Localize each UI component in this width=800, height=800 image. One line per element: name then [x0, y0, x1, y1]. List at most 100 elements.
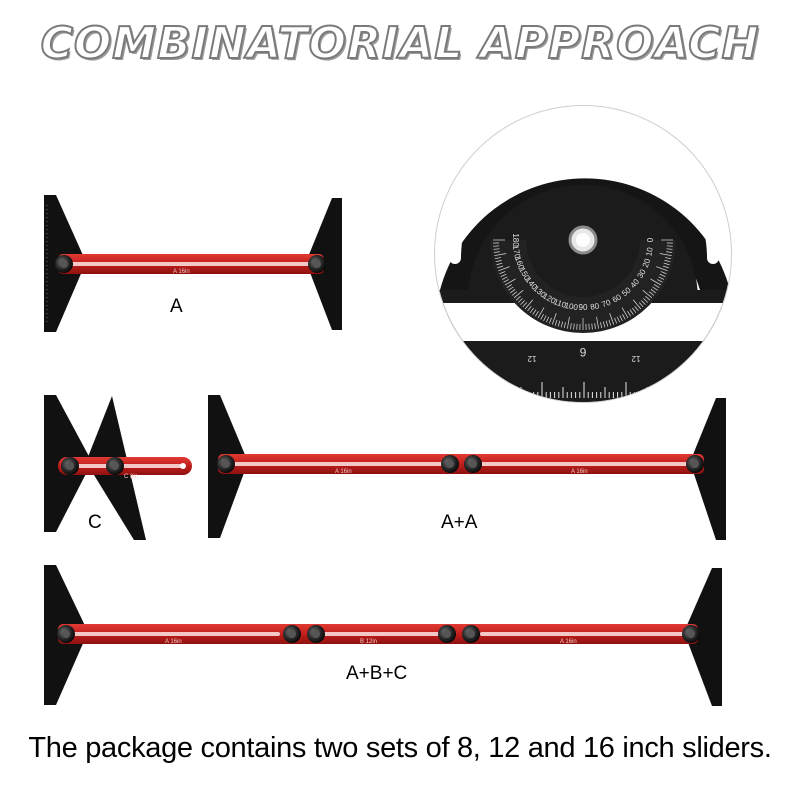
protractor-tick — [594, 323, 596, 330]
protractor-number: 180 — [511, 233, 520, 247]
protractor-tick — [548, 317, 552, 324]
protractor-tick — [524, 299, 534, 310]
protractor-tick — [493, 251, 500, 253]
protractor-tick — [609, 313, 615, 325]
protractor-tick — [621, 307, 629, 319]
slider-mark-abc-2: B 12in — [360, 639, 377, 645]
protractor-tick — [648, 291, 655, 296]
protractor-tick — [614, 317, 618, 324]
protractor-tick — [554, 319, 558, 326]
protractor-scale — [493, 239, 673, 330]
label-c: C — [88, 512, 102, 533]
slider-mark-aa-1: A 16in — [335, 469, 352, 475]
protractor-tick — [509, 289, 516, 294]
protractor-tick — [500, 273, 507, 277]
protractor-tick — [619, 315, 623, 322]
protractor-tick — [632, 307, 637, 314]
protractor-tick — [496, 262, 503, 266]
protractor-number: 100 — [564, 301, 579, 312]
protractor-tick — [546, 316, 550, 323]
protractor-tick — [534, 311, 539, 317]
protractor-tick — [511, 291, 518, 296]
protractor-number: 90 — [579, 303, 588, 312]
protractor-tick — [652, 286, 658, 291]
protractor-tick — [663, 262, 670, 266]
protractor-tick — [600, 322, 603, 329]
protractor-tick — [616, 316, 620, 323]
protractor-tick — [664, 259, 671, 263]
protractor-number: 170 — [511, 244, 522, 259]
protractor-tick — [632, 299, 642, 310]
protractor-tick — [638, 302, 644, 308]
protractor-tick — [522, 302, 528, 308]
protractor-number: 80 — [590, 301, 601, 312]
tool-a-b-c: A 16in B 12in A 16in — [44, 565, 722, 706]
ruler-mark-right: 12 — [631, 354, 640, 363]
protractor-tick — [602, 321, 606, 328]
protractor-tick — [495, 259, 502, 263]
protractor-tick — [634, 305, 639, 312]
protractor-tick — [650, 289, 657, 294]
caption: The package contains two sets of 8, 12 a… — [28, 732, 772, 764]
slider-mark-abc-3: A 16in — [560, 639, 577, 645]
protractor-tick — [529, 307, 534, 314]
protractor-tick — [596, 316, 600, 329]
protractor-tick — [665, 257, 672, 260]
protractor-tick — [504, 278, 516, 286]
protractor-tick — [540, 313, 544, 320]
protractor-tick — [608, 319, 612, 326]
protractor-tick — [660, 271, 667, 275]
protractor-tick — [513, 289, 524, 299]
protractor-tick — [650, 278, 662, 286]
protractor-number: 70 — [600, 298, 612, 310]
slider-mark-aa-2: A 16in — [571, 469, 588, 475]
page-title: COMBINATORIAL APPROACH — [40, 17, 760, 70]
protractor-tick — [506, 284, 512, 289]
label-a-plus-a: A+A — [441, 512, 478, 533]
protractor-tick — [543, 315, 547, 322]
protractor-tick — [656, 266, 668, 272]
protractor-tick — [645, 295, 651, 301]
protractor-tick — [508, 286, 514, 291]
slider-mark-abc-1: A 16in — [165, 639, 182, 645]
protractor-tick — [591, 323, 593, 330]
protractor-tick — [627, 311, 632, 317]
label-a-plus-b-plus-c: A+B+C — [346, 663, 408, 684]
protractor-tick — [658, 276, 665, 280]
protractor-tick — [517, 298, 523, 303]
protractor-tick — [659, 273, 666, 277]
tool-c: C 8in — [44, 395, 192, 540]
protractor-tick — [642, 289, 653, 299]
tool-a: A 16in — [44, 195, 342, 332]
protractor-tick — [629, 309, 634, 315]
protractor-tick — [527, 305, 532, 312]
ruler-mark-left: 12 — [527, 354, 536, 363]
protractor-tick — [498, 266, 510, 272]
protractor-tick — [656, 279, 663, 283]
protractor-number: 160 — [513, 255, 526, 271]
protractor-tick — [499, 271, 506, 275]
protractor-tick — [659, 253, 672, 257]
tool-a-plus-a: A 16in A 16in — [208, 395, 726, 540]
slider-mark-c: C 8in — [124, 474, 138, 480]
protractor-tick — [520, 300, 525, 306]
protractor-tick — [563, 322, 566, 329]
protractor-detail: 0102030405060708090100110120130140150160… — [434, 105, 732, 403]
protractor-number: 110 — [552, 297, 568, 310]
protractor-tick — [605, 320, 609, 327]
ruler-mark-center: 6 — [579, 345, 586, 359]
protractor-tick — [551, 313, 557, 325]
protractor-tick — [532, 309, 537, 315]
protractor-tick — [497, 265, 504, 269]
protractor-number: 10 — [644, 246, 655, 257]
protractor-tick — [666, 251, 673, 253]
protractor-tick — [566, 316, 570, 329]
protractor-tick — [560, 321, 564, 328]
protractor-number: 20 — [641, 257, 653, 269]
protractor-tick — [537, 307, 545, 319]
protractor-number: 0 — [646, 237, 655, 242]
protractor-tick — [494, 253, 507, 257]
protractor-tick — [641, 300, 646, 306]
slider-mark-a: A 16in — [173, 269, 190, 275]
